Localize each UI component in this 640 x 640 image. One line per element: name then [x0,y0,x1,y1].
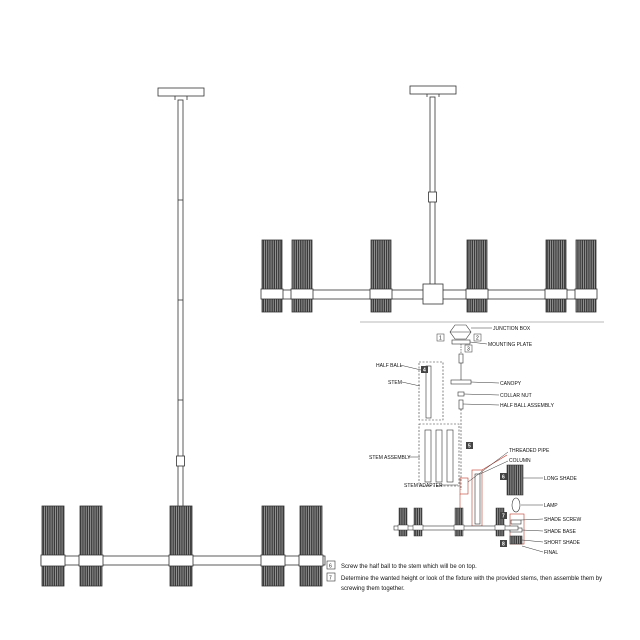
step-6-text: Screw the half ball to the stem which wi… [341,564,477,570]
mounting-plate-shape [451,339,471,345]
label-junction-box: JUNCTION BOX [493,326,531,332]
label-long-shade: LONG SHADE [544,476,577,482]
label-collar-nut: COLLAR NUT [500,393,532,399]
tall-collar [176,455,185,467]
leader-lines [399,327,544,553]
canopy-shape [450,379,472,385]
short-shade-2 [290,239,314,313]
column-shape [474,473,481,525]
short-canopy [409,85,457,95]
short-fixture-shades [260,239,598,313]
tall-shade-3 [168,505,194,587]
tall-shade-4 [260,505,286,587]
svg-text:2: 2 [476,336,479,342]
short-shade-3 [369,239,393,313]
collar-nut-shape [457,391,465,397]
step-6-badge [326,560,336,570]
label-mounting-plate: MOUNTING PLATE [488,342,533,348]
short-hub [422,283,444,305]
label-half-ball: HALF BALL [376,363,403,369]
step-7-badge [326,572,336,582]
instruction-steps: 6 Screw the half ball to the stem which … [326,560,602,592]
long-shade-shape [506,464,524,496]
tall-shade-2 [78,505,104,587]
label-column: COLUMN [509,458,531,464]
step-7-text-cont: screwing them together. [341,586,405,592]
part-labels: JUNCTION BOX MOUNTING PLATE HALF BALL ST… [369,326,582,556]
short-shade-1 [260,239,284,313]
label-shade-base: SHADE BASE [544,529,577,535]
svg-text:4: 4 [423,368,426,374]
mini-fixture-shades [397,507,506,537]
half-ball-assembly-shape [458,399,464,410]
tall-fixture-drawing [40,87,326,571]
label-final: FINAL [544,550,558,556]
label-lamp: LAMP [544,503,558,509]
stem-assembly-box [418,423,460,487]
mini-shade-2 [412,507,424,537]
label-threaded-pipe: THREADED PIPE [509,448,550,454]
svg-text:7: 7 [329,576,332,582]
mini-shade-3 [453,507,465,537]
svg-text:5: 5 [468,444,471,450]
tall-shade-1 [40,505,66,587]
label-half-ball-assembly: HALF BALL ASSEMBLY [500,403,555,409]
tall-shade-5 [298,505,324,587]
short-collar [428,191,437,203]
stem-box [418,361,444,421]
label-stem: STEM [388,380,402,386]
short-shade-shape [509,535,523,545]
step-7-text: Determine the wanted height or look of t… [341,576,602,582]
label-short-shade: SHORT SHADE [544,540,581,546]
svg-text:6: 6 [329,564,332,570]
svg-text:1: 1 [439,336,442,342]
mini-shade-4 [494,507,506,537]
tall-fixture-shades [40,505,324,587]
svg-text:8: 8 [502,542,505,548]
label-canopy: CANOPY [500,381,522,387]
label-stem-adapter: STEM ADAPTER [404,483,443,489]
tall-stem [177,99,184,509]
short-shade-6 [574,239,598,313]
lamp-shape [511,497,521,513]
svg-text:7: 7 [502,514,505,520]
label-shade-screw: SHADE SCREW [544,517,582,523]
short-shade-4 [465,239,489,313]
mini-shade-1 [397,507,409,537]
tall-canopy [157,87,205,97]
svg-text:3: 3 [467,347,470,353]
label-stem-assembly: STEM ASSEMBLY [369,455,411,461]
short-shade-5 [544,239,568,313]
svg-text:6: 6 [502,475,505,481]
step-markers: 1 2 3 4 5 6 7 8 [421,333,507,548]
threaded-pipe-red-box [459,477,469,495]
